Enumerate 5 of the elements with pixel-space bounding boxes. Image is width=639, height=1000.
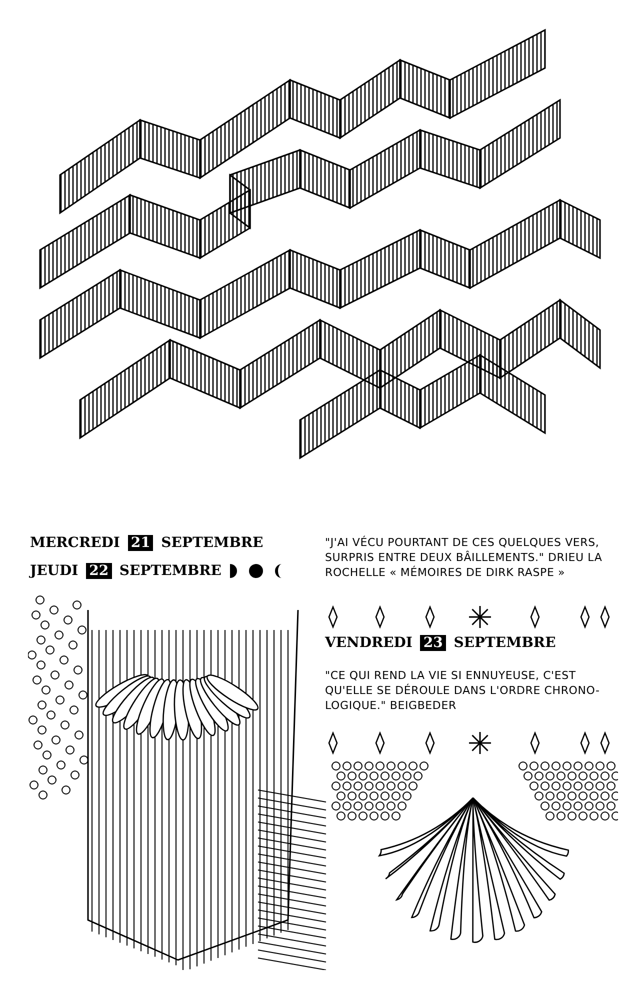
quotation-text: "J'AI VÉCU POURTANT DE CES QUELQUES VERS, SURPRIS ENTRE DEUX BÂILLEMENTS." DRIEU LA ROCHELLE « MÉMOIRES DE DIRK RASPE » — [325, 535, 604, 580]
date-heading: MERCREDI 21 SEPTEMBRE — [30, 535, 264, 551]
date-heading: JEUDI 22 SEPTEMBRE — [30, 563, 222, 579]
quotation-text: "CE QUI REND LA VIE SI ENNUYEUSE, C'EST QU'ELLE SE DÉROULE DANS L'ORDRE CHRONO- LOGIQUE." BEIGBEDER — [325, 668, 601, 713]
date-heading: VENDREDI 23 SEPTEMBRE — [325, 635, 556, 651]
